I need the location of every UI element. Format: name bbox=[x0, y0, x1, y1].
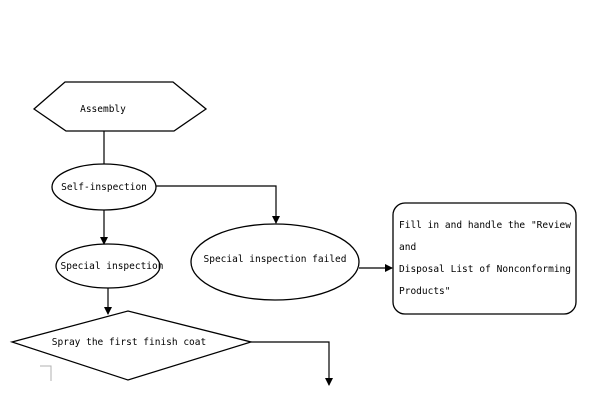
faint-corner-mark bbox=[40, 365, 52, 381]
self-inspection-ellipse[interactable] bbox=[51, 163, 157, 211]
connector-self-inspection-to-special-failed bbox=[156, 185, 280, 224]
spray-first-finish-coat-label: Spray the first finish coat bbox=[52, 337, 206, 348]
special-inspection-failed-ellipse[interactable] bbox=[190, 223, 360, 301]
assembly-diamond[interactable] bbox=[32, 81, 208, 132]
review-disposal-box[interactable] bbox=[392, 202, 577, 315]
review-disposal-line-2: Disposal List of Nonconforming Products" bbox=[399, 264, 571, 297]
special-inspection-label: Special inspection bbox=[61, 261, 164, 272]
review-disposal-text: Fill in and handle the "Review and Dispo… bbox=[399, 215, 571, 303]
special-inspection-failed-label: Special inspection failed bbox=[204, 254, 347, 265]
self-inspection-label: Self-inspection bbox=[61, 182, 147, 193]
connector-spray-exit bbox=[251, 341, 333, 386]
assembly-label: Assembly bbox=[80, 104, 126, 115]
spray-first-finish-coat-diamond[interactable] bbox=[9, 310, 254, 381]
review-disposal-line-1: Fill in and handle the "Review and bbox=[399, 220, 571, 253]
special-inspection-ellipse[interactable] bbox=[55, 243, 161, 289]
